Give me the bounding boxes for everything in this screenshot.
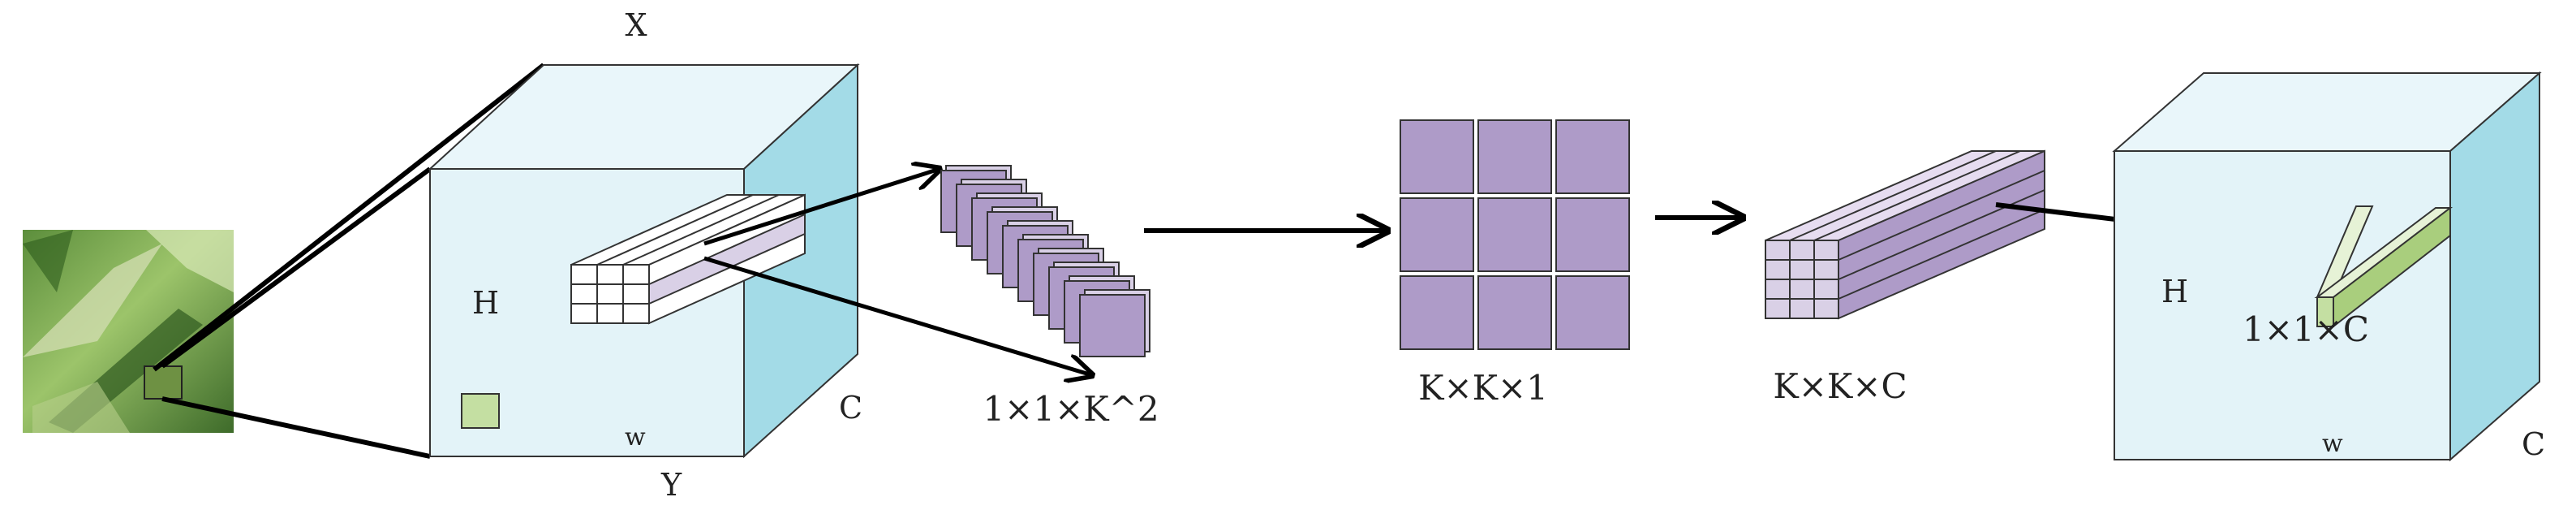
inner-block-cell xyxy=(622,264,650,285)
kernel-block-cell xyxy=(1813,259,1839,280)
output-cube-front xyxy=(2114,150,2451,460)
inner-block-cell xyxy=(570,283,598,305)
input-pixel-marker xyxy=(461,393,500,429)
input-cube-w-label: w xyxy=(625,423,646,452)
inner-block-cell xyxy=(596,264,624,285)
inner-block-cell xyxy=(570,264,598,285)
patches-label: 1×1×K^2 xyxy=(983,389,1159,429)
grid-cell xyxy=(1400,119,1474,194)
input-cube-y-label: Y xyxy=(660,467,682,503)
kernel-block-top-line xyxy=(1789,150,1997,241)
inner-block-cell xyxy=(622,283,650,305)
kernel-block-kxkxc xyxy=(1765,149,2045,320)
grid-cell xyxy=(1555,197,1630,272)
input-cube-h-label: H xyxy=(472,285,499,321)
kernel-block-cell xyxy=(1789,279,1815,300)
kernel-block-side-line xyxy=(1838,209,2045,300)
patch-stack xyxy=(940,165,1150,357)
kernel-block-cell xyxy=(1765,279,1791,300)
kernel-block-cell xyxy=(1765,240,1791,261)
grid-cell xyxy=(1477,197,1552,272)
input-cube-c-label: C xyxy=(839,390,862,426)
output-vector xyxy=(2314,205,2453,329)
output-feature-cube: H 1×1×C w C xyxy=(2112,71,2545,462)
kernel-block-cell xyxy=(1813,240,1839,261)
inner-kernel-block xyxy=(570,193,806,325)
grid-cell xyxy=(1477,119,1552,194)
kernel-label: K×K×C xyxy=(1773,366,1907,406)
kernel-block-cell xyxy=(1789,259,1815,280)
kernel-block-cell xyxy=(1813,279,1839,300)
inner-block-top-line xyxy=(622,194,780,266)
kernel-block-cell xyxy=(1765,298,1791,319)
grid-label: K×K×1 xyxy=(1418,368,1548,408)
kernel-block-cell xyxy=(1813,298,1839,319)
kernel-block-side-line xyxy=(1838,170,2045,261)
output-cube-w-label: w xyxy=(2322,430,2343,458)
grid-cell xyxy=(1555,119,1630,194)
inner-block-cell xyxy=(570,303,598,324)
patch-square xyxy=(1079,294,1146,357)
grid-cell xyxy=(1477,275,1552,350)
output-cube-c-label: C xyxy=(2522,426,2545,462)
input-cube-x-label: X xyxy=(625,7,647,43)
patch-arrows xyxy=(703,169,1092,375)
inner-block-cell xyxy=(596,303,624,324)
inner-block-cell xyxy=(596,283,624,305)
projection-lines xyxy=(153,63,545,459)
input-image xyxy=(23,230,234,433)
output-vector-label: 1×1×C xyxy=(2243,309,2369,349)
grid-cell xyxy=(1400,197,1474,272)
kernel-block-top-line xyxy=(1813,150,2021,241)
output-cube-h-label: H xyxy=(2161,274,2188,309)
inner-block-cell xyxy=(622,303,650,324)
kernel-block-cell xyxy=(1789,240,1815,261)
inner-block-top-line xyxy=(596,194,754,266)
kernel-block-cell xyxy=(1765,259,1791,280)
kernel-block-cell xyxy=(1789,298,1815,319)
grid-cell xyxy=(1400,275,1474,350)
input-pixel-patch xyxy=(144,365,183,400)
grid-cell xyxy=(1555,275,1630,350)
kernel-grid-kxkx1 xyxy=(1400,119,1630,350)
